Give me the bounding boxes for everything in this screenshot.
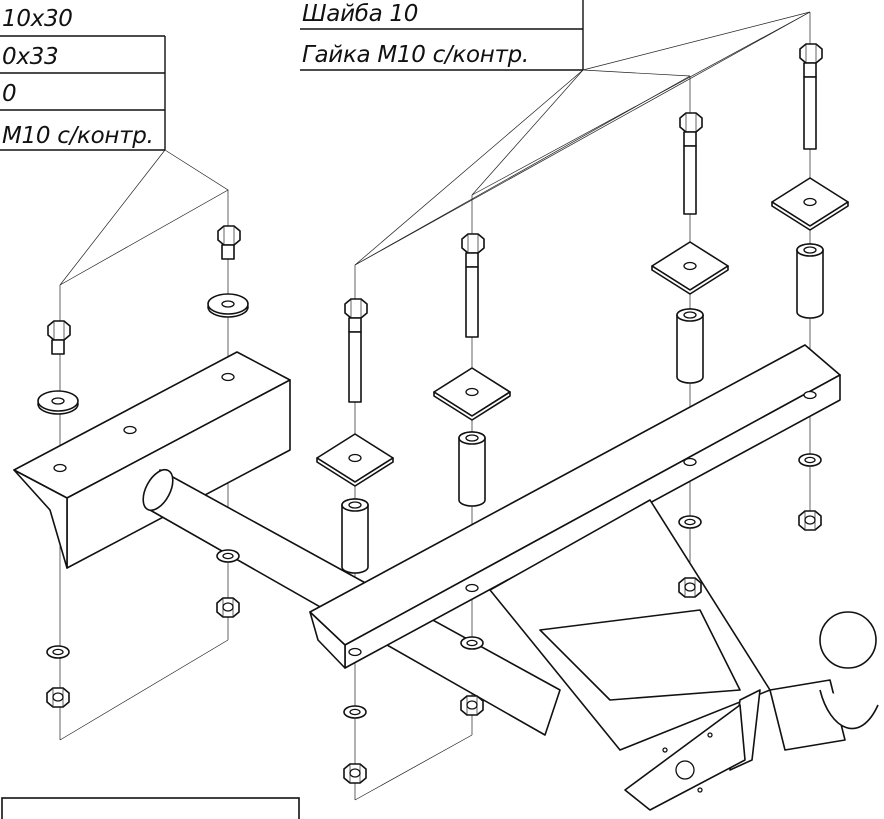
spacer-2 (458, 431, 486, 507)
spacer-3 (676, 308, 704, 384)
square-plate-3 (651, 241, 729, 295)
bolt-left-1 (217, 225, 241, 260)
left-callout: 10х30 0х33 0 М10 с/контр. (0, 6, 166, 151)
leader-lines (59, 11, 811, 286)
round-washer-1 (207, 293, 249, 318)
nut-2 (46, 687, 70, 708)
bolt-long-1 (344, 298, 368, 403)
nut-4 (460, 695, 484, 716)
spacer-1 (341, 498, 369, 574)
bolt-long-4 (799, 43, 823, 150)
callout-row-1: 10х30 (2, 6, 73, 32)
flat-washer-5 (678, 515, 702, 529)
callout-washer: Шайба 10 (302, 1, 418, 27)
square-plate-4 (771, 177, 849, 231)
nut-6 (798, 510, 822, 531)
callout-row-2: 0х33 (2, 44, 58, 70)
square-plate-2 (433, 367, 511, 421)
flat-washer-4 (460, 636, 484, 650)
left-bracket (13, 351, 291, 569)
flat-washer-2 (46, 645, 70, 659)
tow-body (489, 499, 879, 811)
nut-1 (216, 597, 240, 618)
bolt-long-2 (461, 233, 485, 338)
callout-nut: Гайка М10 с/контр. (302, 42, 529, 68)
callout-row-3: 0 (2, 81, 16, 107)
flat-washer-3 (343, 705, 367, 719)
bolt-left-2 (47, 320, 71, 355)
square-plate-1 (316, 433, 394, 487)
bottom-box (1, 797, 300, 819)
flat-washer-6 (798, 453, 822, 467)
flat-washer-1 (216, 549, 240, 563)
spacer-4 (796, 243, 824, 319)
nut-5 (678, 577, 702, 598)
main-rail (309, 344, 841, 669)
bolts (47, 43, 823, 403)
bolt-long-3 (679, 112, 703, 215)
right-callout: Шайба 10 Гайка М10 с/контр. (300, 0, 584, 71)
callout-row-4: М10 с/контр. (2, 123, 154, 149)
nut-3 (343, 763, 367, 784)
round-washer-2 (37, 390, 79, 415)
